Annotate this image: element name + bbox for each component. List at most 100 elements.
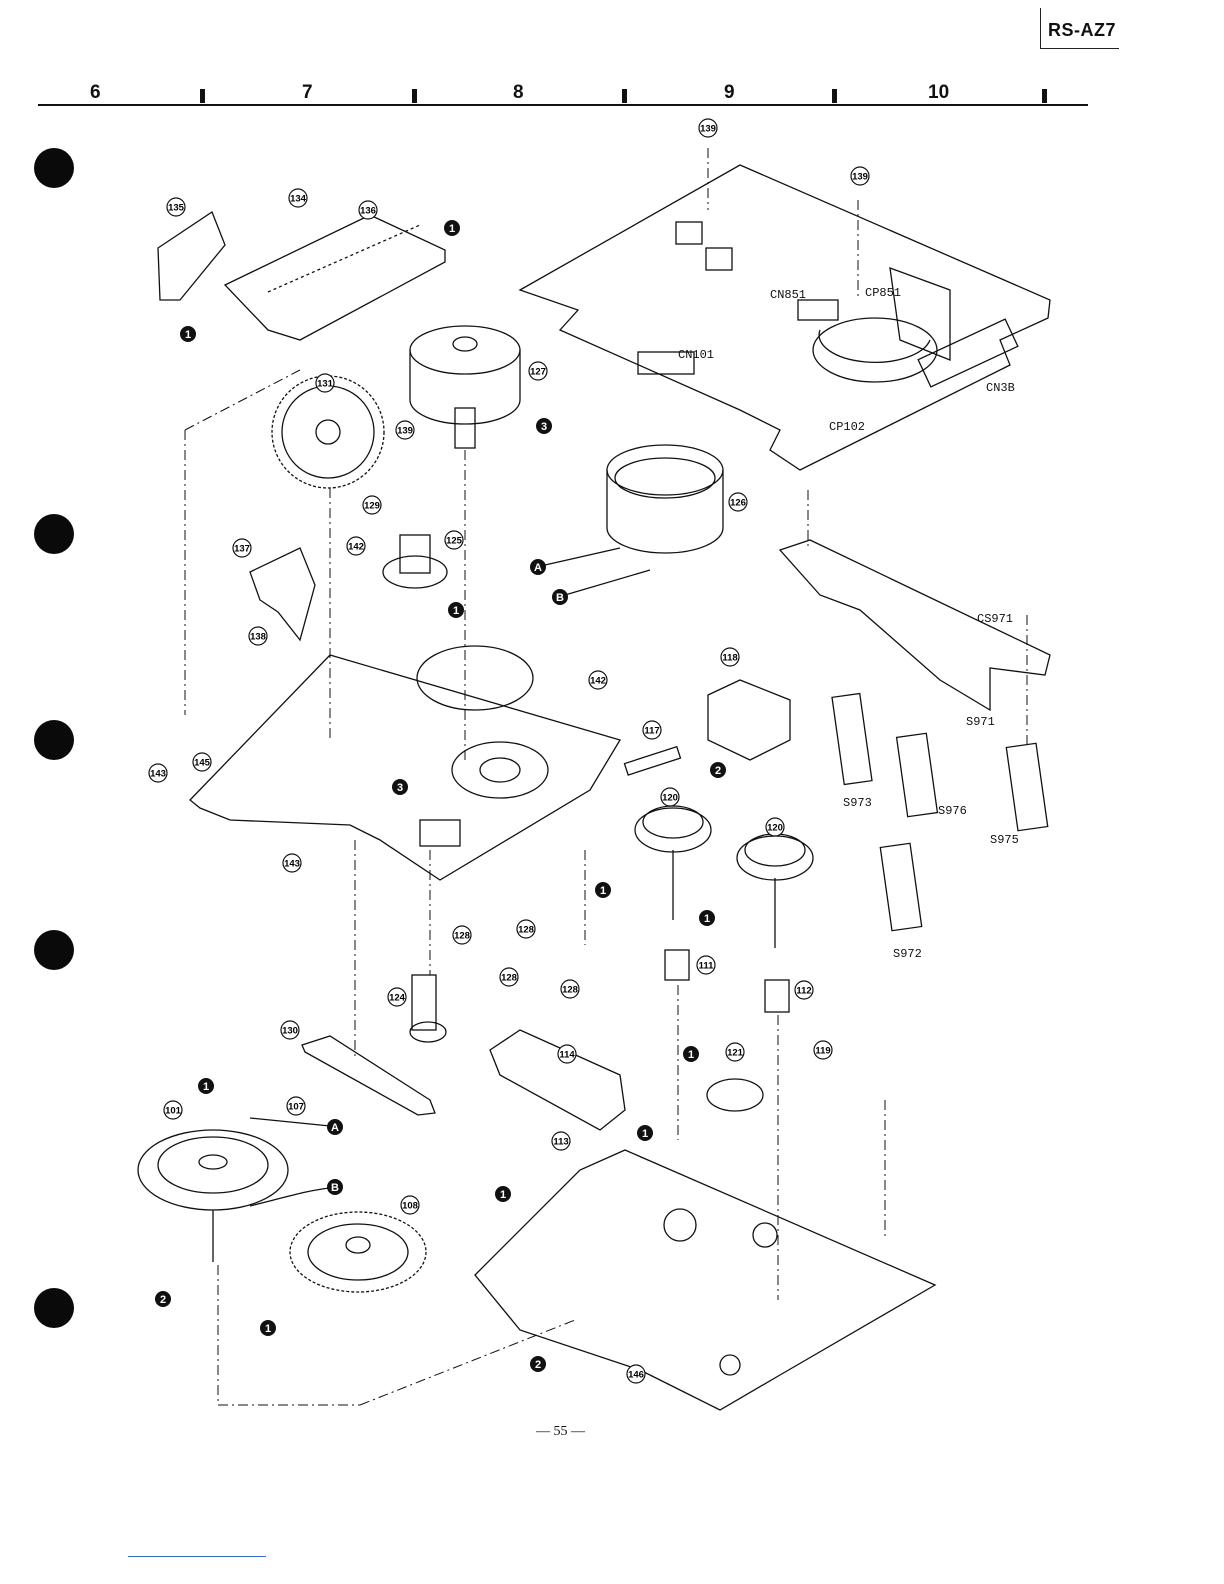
svg-text:1: 1 [203, 1081, 209, 1093]
ref-1: 1 [637, 1125, 653, 1141]
bracket-137 [250, 548, 315, 640]
svg-text:130: 130 [282, 1026, 298, 1037]
reference-marks: 1 1 3 A B 1 2 3 1 1 1 1 A 1 B 1 2 1 2 [155, 220, 726, 1372]
pcb-relay [676, 222, 702, 244]
cn851 [798, 300, 838, 320]
svg-text:134: 134 [290, 194, 307, 205]
pcb-board [520, 165, 1050, 470]
svg-text:A: A [331, 1122, 339, 1134]
svg-text:131: 131 [317, 379, 334, 390]
svg-text:146: 146 [628, 1370, 644, 1381]
ref-b: B [552, 589, 568, 605]
ref-1: 1 [448, 602, 464, 618]
part-114: 114 [558, 1045, 576, 1063]
svg-text:118: 118 [722, 653, 737, 664]
svg-text:143: 143 [284, 859, 300, 870]
ref-1: 1 [595, 882, 611, 898]
label-cp851: CP851 [865, 286, 901, 300]
svg-text:1: 1 [265, 1323, 271, 1335]
part-128: 128 [517, 920, 535, 938]
part-108: 108 [401, 1196, 419, 1214]
part-120: 120 [661, 788, 679, 806]
svg-text:143: 143 [150, 769, 166, 780]
part-117: 117 [643, 721, 661, 739]
lever-130 [302, 1036, 435, 1115]
part-118: 118 [721, 648, 739, 666]
svg-text:108: 108 [402, 1201, 418, 1212]
part-135: 135 [167, 198, 185, 216]
svg-text:B: B [331, 1182, 339, 1194]
svg-text:121: 121 [727, 1048, 744, 1059]
svg-text:1: 1 [500, 1189, 506, 1201]
svg-text:2: 2 [715, 765, 721, 777]
svg-text:142: 142 [590, 676, 606, 687]
svg-text:119: 119 [815, 1046, 830, 1057]
svg-text:135: 135 [168, 203, 185, 214]
svg-text:127: 127 [530, 367, 546, 378]
ref-3: 3 [392, 779, 408, 795]
ref-a: A [327, 1119, 343, 1135]
part-142: 142 [589, 671, 607, 689]
chassis-146 [475, 1150, 935, 1410]
gear-125 [383, 556, 447, 588]
switch-s973 [832, 693, 872, 784]
svg-text:117: 117 [644, 726, 659, 737]
svg-text:1: 1 [449, 223, 455, 235]
ref-b: B [327, 1179, 343, 1195]
svg-text:139: 139 [397, 426, 413, 437]
label-s976: S976 [938, 804, 967, 818]
svg-text:136: 136 [360, 206, 376, 217]
svg-text:128: 128 [562, 985, 578, 996]
part-112: 112 [795, 981, 813, 999]
part-128: 128 [500, 968, 518, 986]
label-cp102: CP102 [829, 420, 865, 434]
ref-1: 1 [260, 1320, 276, 1336]
part-137: 137 [233, 539, 251, 557]
part-113: 113 [552, 1132, 570, 1150]
svg-text:124: 124 [389, 993, 406, 1004]
flywheel-101 [138, 1130, 288, 1210]
label-cn851: CN851 [770, 288, 806, 302]
part-131: 131 [316, 374, 334, 392]
ref-1: 1 [683, 1046, 699, 1062]
part-120: 120 [766, 818, 784, 836]
solenoid-118 [708, 680, 790, 760]
svg-text:107: 107 [288, 1102, 304, 1113]
belt-b [250, 1188, 330, 1206]
belt-a [250, 1118, 330, 1126]
ref-1: 1 [180, 326, 196, 342]
part-138: 138 [249, 627, 267, 645]
svg-text:128: 128 [454, 931, 470, 942]
part-130: 130 [281, 1021, 299, 1039]
part-134: 134 [289, 189, 307, 207]
chassis-145 [190, 655, 620, 880]
svg-text:B: B [556, 592, 564, 604]
svg-text:2: 2 [160, 1294, 166, 1306]
part-119: 119 [814, 1041, 832, 1059]
label-cs971: CS971 [977, 612, 1013, 626]
cn3b [918, 319, 1018, 387]
svg-text:145: 145 [194, 758, 211, 769]
label-cn3b: CN3B [986, 381, 1015, 395]
label-s975: S975 [990, 833, 1019, 847]
svg-text:2: 2 [535, 1359, 541, 1371]
label-s971: S971 [966, 715, 995, 729]
svg-text:137: 137 [234, 544, 250, 555]
spring-111 [665, 950, 689, 980]
ref-1: 1 [699, 910, 715, 926]
part-125: 125 [445, 531, 463, 549]
svg-text:114: 114 [559, 1050, 575, 1061]
svg-text:126: 126 [730, 498, 746, 509]
head-block-136 [225, 215, 445, 340]
label-s973: S973 [843, 796, 872, 810]
svg-text:3: 3 [541, 421, 547, 433]
svg-text:A: A [534, 562, 542, 574]
cp851 [890, 268, 950, 360]
part-139: 139 [699, 119, 717, 137]
svg-text:139: 139 [700, 124, 716, 135]
svg-text:142: 142 [348, 542, 364, 553]
svg-text:1: 1 [642, 1128, 648, 1140]
part-121: 121 [726, 1043, 744, 1061]
spring-112 [765, 980, 789, 1012]
